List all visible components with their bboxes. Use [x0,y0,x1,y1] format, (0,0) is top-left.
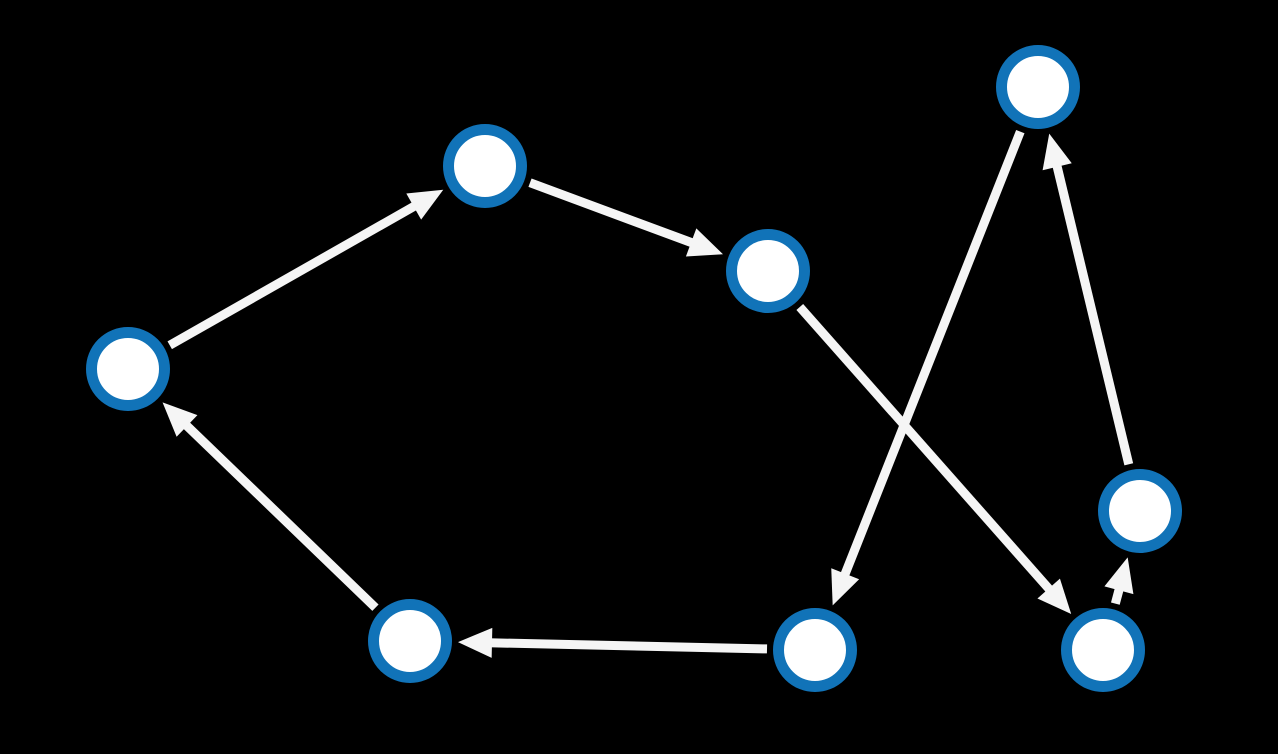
node-circle [1061,608,1145,692]
node-circle [996,45,1080,129]
arrowhead [831,568,860,606]
node-circle [773,608,857,692]
arrowhead [406,189,444,220]
edge-left-to-top-left[interactable] [167,189,444,350]
edge-line [839,129,1025,579]
node-circle [443,124,527,208]
node-top-right[interactable] [996,45,1080,129]
arrowhead [162,402,198,437]
edge-line [167,201,419,350]
edge-line [181,420,379,611]
arrowhead [1104,557,1134,595]
nodes-layer [86,45,1182,692]
edge-line [488,638,768,654]
node-left[interactable] [86,327,170,411]
node-bottom-left[interactable] [368,599,452,683]
node-circle [368,599,452,683]
edge-bottom-left-to-left[interactable] [162,402,379,611]
arrowhead [685,228,723,257]
node-bottom-middle[interactable] [773,608,857,692]
node-circle [86,327,170,411]
edges-layer [162,129,1134,658]
edge-top-right-to-bottom-middle[interactable] [831,129,1025,606]
edge-bottom-middle-to-bottom-left[interactable] [457,627,768,658]
arrowhead [1042,133,1072,171]
edge-line [1052,162,1134,466]
edge-top-middle-to-bottom-right[interactable] [796,303,1072,615]
node-right[interactable] [1098,469,1182,553]
edge-line [528,178,696,248]
edge-bottom-right-to-right[interactable] [1104,557,1134,605]
edge-line [796,303,1055,594]
node-circle [726,229,810,313]
arrowhead [457,627,493,658]
edge-right-to-top-right[interactable] [1042,133,1134,466]
node-top-left[interactable] [443,124,527,208]
edge-top-left-to-top-middle[interactable] [528,178,723,257]
node-top-middle[interactable] [726,229,810,313]
arrowhead [1037,578,1072,615]
node-circle [1098,469,1182,553]
node-bottom-right[interactable] [1061,608,1145,692]
